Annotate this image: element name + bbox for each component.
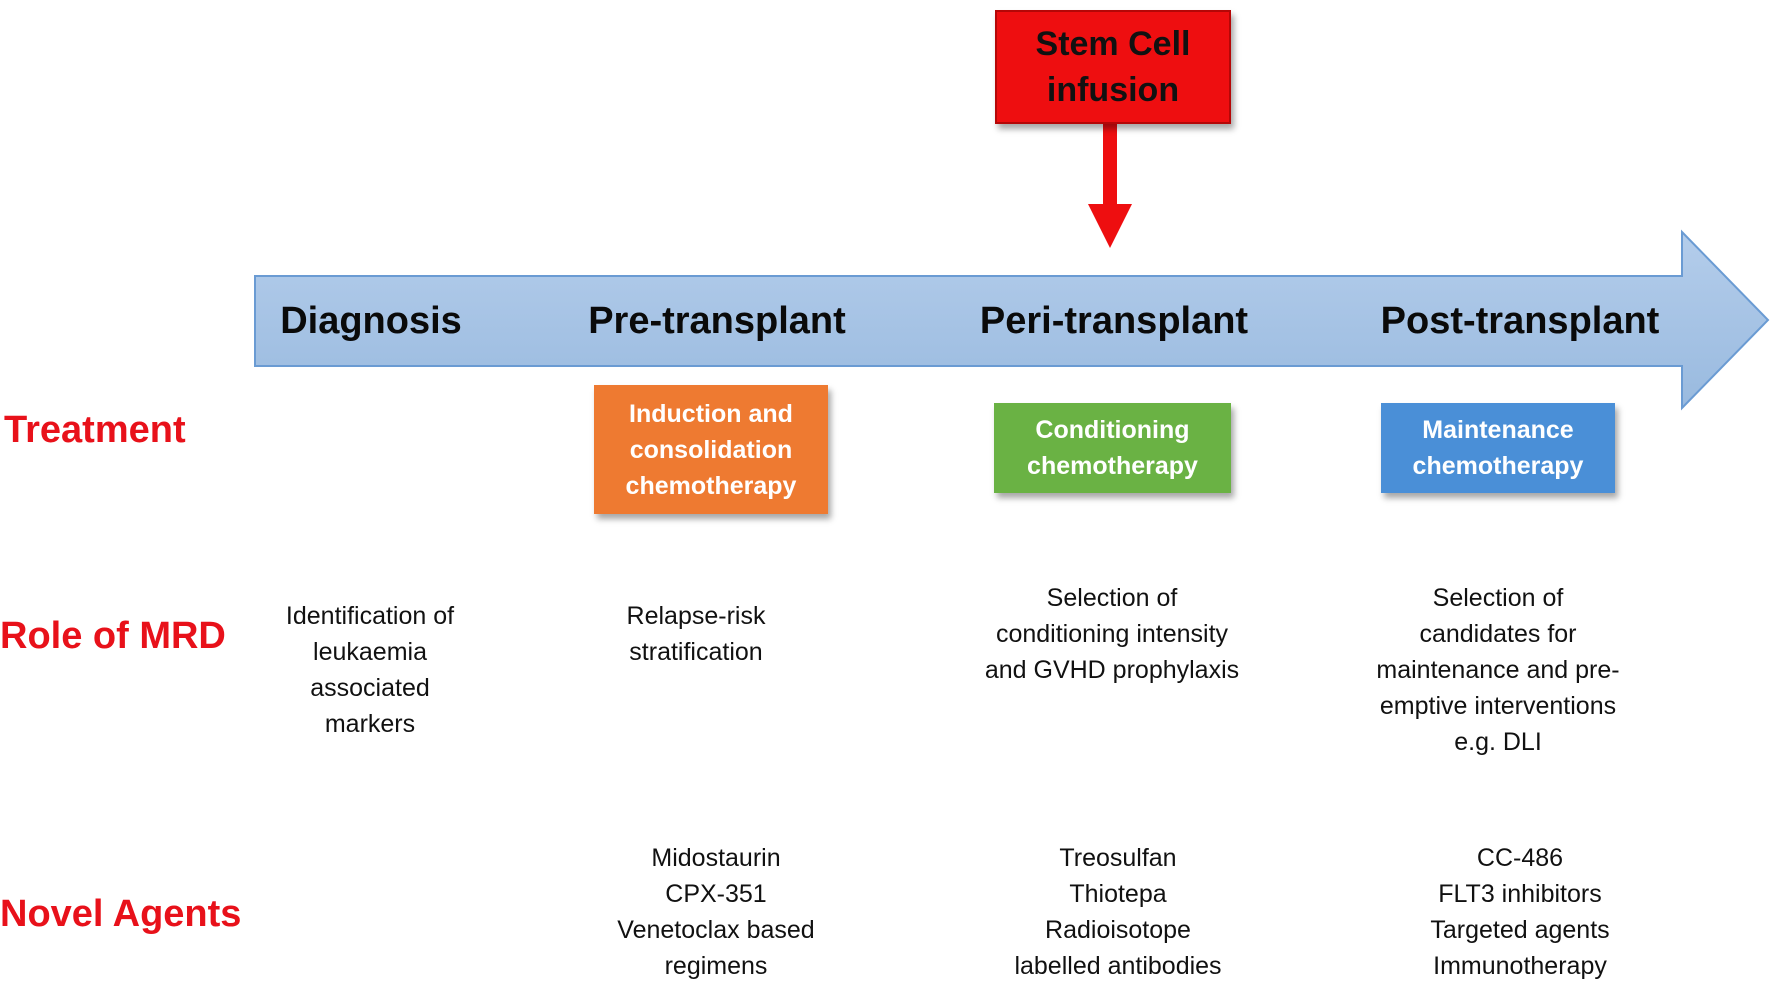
phase-diagnosis: Diagnosis	[280, 300, 462, 342]
treatment-line: consolidation	[629, 435, 793, 464]
treatment-box-conditioning: Conditioning chemotherapy	[994, 403, 1231, 493]
agent-line: Midostaurin	[651, 844, 781, 872]
agents-post-transplant: CC-486 FLT3 inhibitors Targeted agents I…	[1430, 840, 1609, 984]
timeline-arrow	[254, 229, 1770, 411]
mrd-line: conditioning intensity	[995, 620, 1229, 648]
mrd-line: leukaemia	[313, 638, 427, 666]
treatment-line: Maintenance	[1422, 416, 1574, 444]
agent-line: Immunotherapy	[1433, 952, 1607, 980]
treatment-box-induction: Induction and consolidation chemotherapy	[594, 385, 828, 514]
agent-line: CC-486	[1476, 844, 1564, 872]
phase-peri-transplant: Peri-transplant	[979, 300, 1249, 342]
mrd-line: e.g. DLI	[1454, 728, 1542, 756]
agent-line: CPX-351	[665, 880, 767, 908]
agents-pre-transplant: Midostaurin CPX-351 Venetoclax based reg…	[617, 840, 814, 984]
stem-cell-line-1: Stem Cell	[1035, 25, 1191, 63]
treatment-box-maintenance: Maintenance chemotherapy	[1381, 403, 1615, 493]
mrd-line: Selection of	[1046, 584, 1178, 612]
treatment-line: chemotherapy	[625, 471, 797, 500]
phase-post-transplant: Post-transplant	[1380, 300, 1660, 342]
row-label-mrd: Role of MRD	[0, 615, 226, 657]
mrd-line: maintenance and pre-	[1376, 656, 1620, 684]
mrd-line: associated	[310, 674, 430, 702]
mrd-line: candidates for	[1419, 620, 1577, 648]
agent-line: Thiotepa	[1069, 880, 1167, 908]
mrd-line: stratification	[629, 638, 763, 666]
row-label-agents: Novel Agents	[0, 893, 242, 935]
down-arrow-head	[1088, 204, 1132, 248]
mrd-line: Identification of	[285, 602, 455, 630]
stem-cell-infusion-box: Stem Cell infusion	[995, 10, 1231, 124]
mrd-peri-transplant: Selection of conditioning intensity and …	[985, 580, 1239, 688]
treatment-line: Conditioning	[1035, 416, 1190, 444]
mrd-diagnosis: Identification of leukaemia associated m…	[286, 598, 454, 742]
phase-pre-transplant: Pre-transplant	[588, 300, 846, 342]
stem-cell-line-2: infusion	[1046, 71, 1180, 109]
down-arrow-shaft	[1103, 124, 1117, 208]
agent-line: labelled antibodies	[1014, 952, 1222, 980]
treatment-line: Induction and	[629, 399, 793, 428]
mrd-line: and GVHD prophylaxis	[984, 656, 1240, 684]
row-label-treatment: Treatment	[4, 409, 186, 451]
agents-peri-transplant: Treosulfan Thiotepa Radioisotope labelle…	[1014, 840, 1221, 984]
agent-line: Radioisotope	[1045, 916, 1191, 944]
agent-line: Treosulfan	[1059, 844, 1177, 872]
treatment-line: chemotherapy	[1412, 452, 1584, 480]
agent-line: Targeted agents	[1430, 916, 1610, 944]
mrd-line: markers	[324, 710, 416, 738]
mrd-line: emptive interventions	[1379, 692, 1617, 720]
agent-line: regimens	[664, 952, 768, 980]
treatment-line: chemotherapy	[1027, 452, 1198, 480]
mrd-pre-transplant: Relapse-risk stratification	[627, 598, 766, 670]
mrd-post-transplant: Selection of candidates for maintenance …	[1376, 580, 1619, 760]
agent-line: Venetoclax based	[617, 916, 815, 944]
mrd-line: Relapse-risk	[626, 602, 766, 630]
agent-line: FLT3 inhibitors	[1438, 880, 1602, 908]
mrd-line: Selection of	[1432, 584, 1564, 612]
